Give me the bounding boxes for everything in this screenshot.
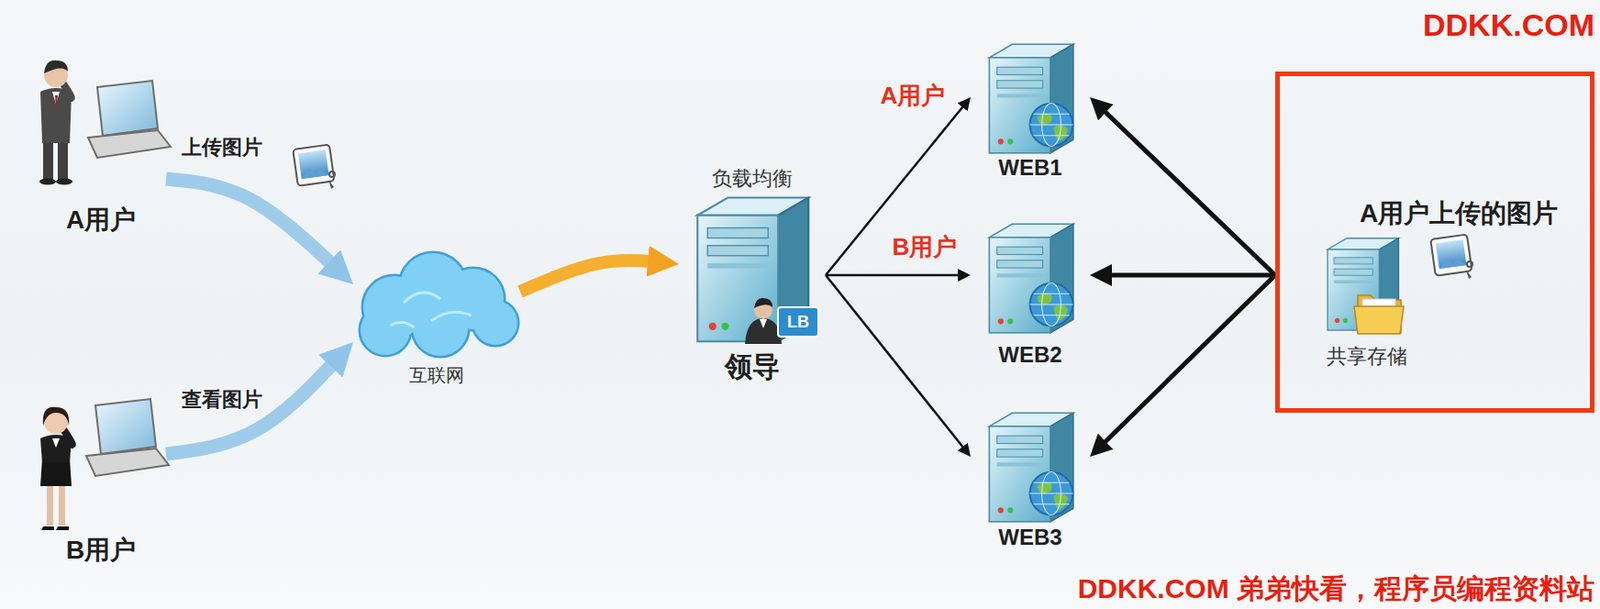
node-label: 互联网	[409, 365, 465, 387]
web-server	[988, 223, 1074, 334]
laptop-a	[88, 80, 171, 158]
web-server	[988, 44, 1074, 154]
internet-cloud	[360, 253, 518, 356]
connector-arrow	[825, 275, 967, 451]
edge-label: B用户	[892, 233, 958, 262]
node-label: 负载均衡	[711, 166, 793, 190]
web-server: WEB1	[970, 36, 1090, 186]
node-label: A用户上传的图片	[1359, 199, 1558, 229]
web-server: WEB3	[970, 403, 1090, 556]
leader-figure	[744, 298, 782, 345]
connector-arrow	[1102, 273, 1276, 278]
connector-arrow	[1099, 275, 1276, 448]
node-label: WEB1	[998, 155, 1062, 181]
connector-arrow	[166, 178, 339, 271]
picture-icon	[1430, 234, 1473, 279]
load-balancer: 负载均衡 LB 领导	[678, 163, 826, 384]
web-server: WEB2	[970, 214, 1090, 371]
user-a: A用户	[32, 50, 167, 239]
node-sublabel: 领导	[724, 351, 780, 384]
user-b: B用户	[32, 399, 167, 574]
node-sublabel: LB	[787, 312, 810, 333]
lb-server	[697, 198, 809, 343]
edge-label: A用户	[880, 82, 946, 111]
connector-arrow	[166, 356, 340, 455]
node-sublabel: 共享存储	[1326, 344, 1408, 368]
connector-arrow	[825, 274, 964, 278]
node-label: WEB2	[998, 342, 1062, 368]
folder-icon	[1354, 295, 1404, 334]
edge-label: 查看图片	[181, 388, 263, 412]
connector-arrow	[825, 103, 967, 276]
watermark: DDKK.COM 弟弟快看，程序员编程资料站	[1077, 573, 1595, 606]
shared-storage: A用户上传的图片共享存储	[1275, 71, 1595, 413]
lb-badge	[777, 307, 819, 337]
web-server	[988, 412, 1074, 523]
node-label: A用户	[66, 205, 136, 235]
globe-icon	[1030, 283, 1074, 327]
user-b-figure	[40, 407, 73, 531]
connector-arrow	[1099, 106, 1276, 276]
node-label: WEB3	[998, 524, 1062, 551]
globe-icon	[1030, 472, 1074, 516]
internet-cloud: 互联网	[353, 255, 521, 389]
picture-icon	[292, 144, 335, 189]
laptop-b	[86, 399, 169, 477]
watermark: DDKK.COM	[1422, 7, 1595, 44]
globe-icon	[1030, 103, 1074, 147]
edge-label: 上传图片	[181, 135, 263, 159]
user-a-figure	[39, 60, 73, 186]
connector-arrow	[520, 260, 661, 292]
node-label: B用户	[66, 535, 136, 566]
